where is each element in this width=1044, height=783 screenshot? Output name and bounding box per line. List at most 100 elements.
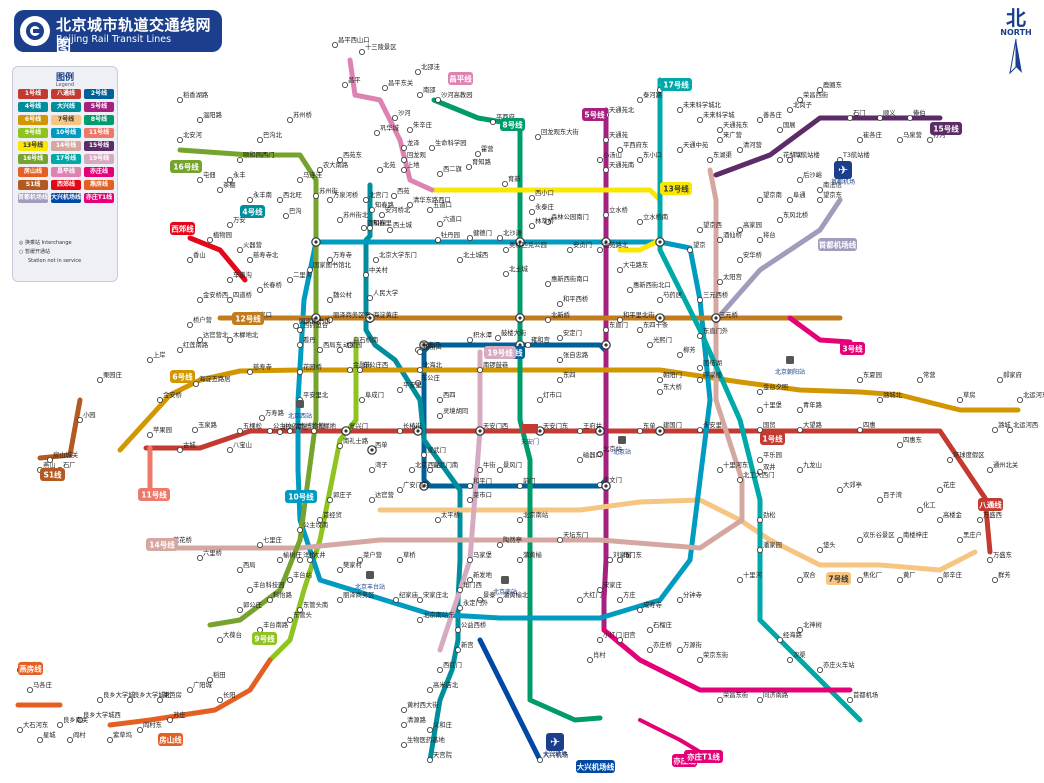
station-dot (236, 427, 243, 434)
legend-item: 亦庄T1线 (84, 193, 114, 203)
station-dot (992, 426, 999, 433)
station-label: 新发地 (473, 570, 493, 579)
station-label: 大望路 (803, 420, 823, 429)
station-dot (396, 486, 403, 493)
station-dot (107, 737, 114, 744)
line-badge (285, 490, 317, 503)
station-dot (97, 697, 104, 704)
station-dot (937, 577, 944, 584)
station-dot (416, 348, 423, 355)
legend-item: 5号线 (84, 102, 114, 112)
station-label: 大井 (313, 550, 326, 559)
station-dot (466, 336, 473, 343)
station-label: 花庄 (943, 480, 956, 489)
station-dot (787, 196, 794, 203)
station-label: 国家图书馆 (299, 316, 330, 325)
station-dot (757, 236, 764, 243)
station-dot (37, 737, 44, 744)
line-badge-label: 燕房线 (19, 664, 42, 674)
station-dot (857, 537, 864, 544)
station-label: 达官营北 (203, 330, 229, 339)
legend-item: 13号线 (18, 141, 48, 151)
station-label: 角门西 (463, 580, 482, 589)
interchange-core (422, 484, 426, 488)
station-dot (256, 627, 263, 634)
station-dot (797, 466, 804, 473)
station-label: 花梨坎 (783, 150, 803, 159)
station-label: 俸伯 (913, 108, 926, 117)
station-dot (286, 117, 293, 124)
station-dot (408, 466, 415, 473)
station-label: 红莲南路 (183, 340, 209, 349)
station-label: 百子湾 (883, 490, 903, 499)
station-label: 广阳城 (193, 680, 213, 689)
station-label: 天安门东 (543, 421, 568, 430)
station-label: 北邵洼 (421, 62, 441, 71)
line-badge (252, 632, 277, 645)
station-dot (567, 246, 574, 253)
station-label: 马各庄 (33, 680, 52, 689)
station-dot (757, 456, 764, 463)
station-dot (381, 85, 388, 92)
poi-label: 大兴机场 (543, 750, 567, 758)
station-dot (326, 316, 333, 323)
station-label: 金安桥 (163, 390, 183, 399)
station-label: 北京南站东 (423, 610, 454, 619)
station-label: 石榴庄 (653, 620, 672, 629)
station-dot (436, 396, 443, 403)
station-dot (256, 286, 263, 293)
station-dot (957, 537, 964, 544)
station-label: 善各庄 (763, 110, 782, 119)
station-label: 燕山 (43, 460, 56, 469)
station-label: 东管头南 (303, 600, 328, 609)
station-dot (637, 156, 644, 163)
train-station-icon (618, 436, 626, 444)
line-badge-label: 9号线 (254, 634, 275, 644)
station-label: 洋桥 (303, 550, 316, 559)
station-label: 丰台南路 (263, 620, 289, 629)
station-label: 亦庄桥 (653, 640, 673, 649)
station-label: 昌平东关 (388, 78, 414, 87)
station-dot (501, 180, 508, 187)
station-dot (545, 280, 552, 287)
station-label: 圆明园 (367, 219, 386, 227)
station-label: 北新桥 (551, 310, 571, 319)
station-label: 西直门 (421, 340, 440, 349)
line-route (601, 627, 853, 693)
station-label: 慈寿寺北 (253, 250, 279, 259)
station-dot (603, 326, 610, 333)
station-dot (226, 446, 233, 453)
station-dot (857, 136, 864, 143)
station-label: 分钟寺 (683, 590, 702, 599)
station-label: 郭公庄 (243, 600, 262, 609)
station-dot (697, 657, 704, 664)
station-dot (847, 115, 854, 122)
station-dot (266, 597, 273, 604)
station-dot (236, 567, 243, 574)
station-label: 达官营 (375, 490, 394, 499)
station-label: 车道沟 (233, 270, 252, 279)
station-label: 平安里北 (303, 390, 329, 399)
station-dot (797, 406, 804, 413)
station-label: 荣昌东街 (723, 690, 749, 699)
station-label: 回龙观东大街 (541, 127, 579, 136)
station-dot (937, 486, 944, 493)
station-dot (296, 326, 303, 333)
interchange-core (518, 316, 522, 320)
station-label: 九龙山 (803, 460, 822, 469)
station-dot (356, 366, 363, 373)
station-label: 马家堡 (473, 550, 493, 559)
station-label: 和平门 (473, 476, 492, 485)
station-dot (717, 236, 724, 243)
station-dot (777, 637, 784, 644)
line-badge-label: S1线 (43, 470, 62, 480)
station-dot (466, 557, 473, 564)
station-dot (346, 366, 353, 373)
airplane-glyph: ✈ (550, 735, 560, 749)
station-dot (226, 176, 233, 183)
station-label: 来广营 (723, 130, 742, 139)
station-dot (637, 427, 644, 434)
station-dot (787, 657, 794, 664)
line-route (363, 182, 463, 763)
interchange-core (658, 429, 662, 433)
